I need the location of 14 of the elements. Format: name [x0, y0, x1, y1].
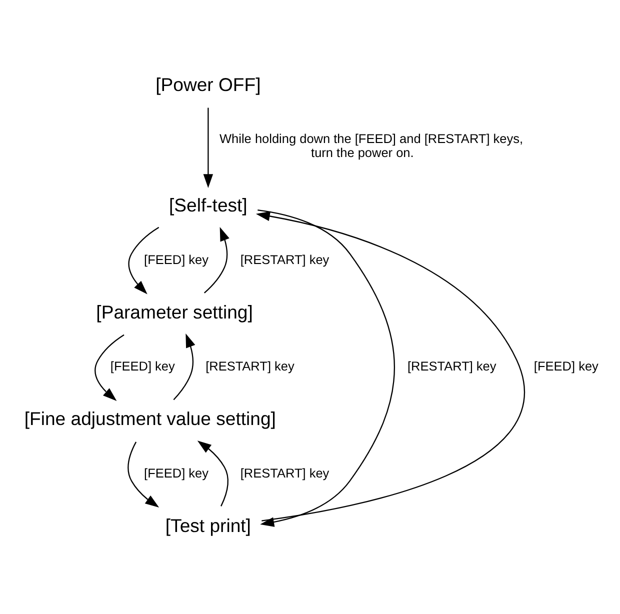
edge-label: [FEED] key [144, 252, 209, 267]
node-text: [Fine adjustment value setting] [24, 408, 276, 430]
node-text: [Parameter setting] [96, 301, 253, 322]
edge-label: [FEED] key [534, 358, 598, 374]
node-text: [Test print] [165, 514, 251, 536]
edge-label: [FEED] key [110, 358, 175, 374]
edge-label: [RESTART] key [407, 358, 496, 374]
edge-label: [RESTART] key [240, 252, 330, 267]
node-text: [Power OFF] [156, 74, 261, 95]
edge-label: [RESTART] key [206, 358, 294, 374]
edge-label: [FEED] key [144, 465, 209, 480]
edge-label: [RESTART] key [240, 465, 330, 480]
edge-label: While holding down the [FEED] and [RESTART] keys, turn the power on. [220, 131, 524, 160]
node-text: [Self-test] [169, 194, 248, 216]
